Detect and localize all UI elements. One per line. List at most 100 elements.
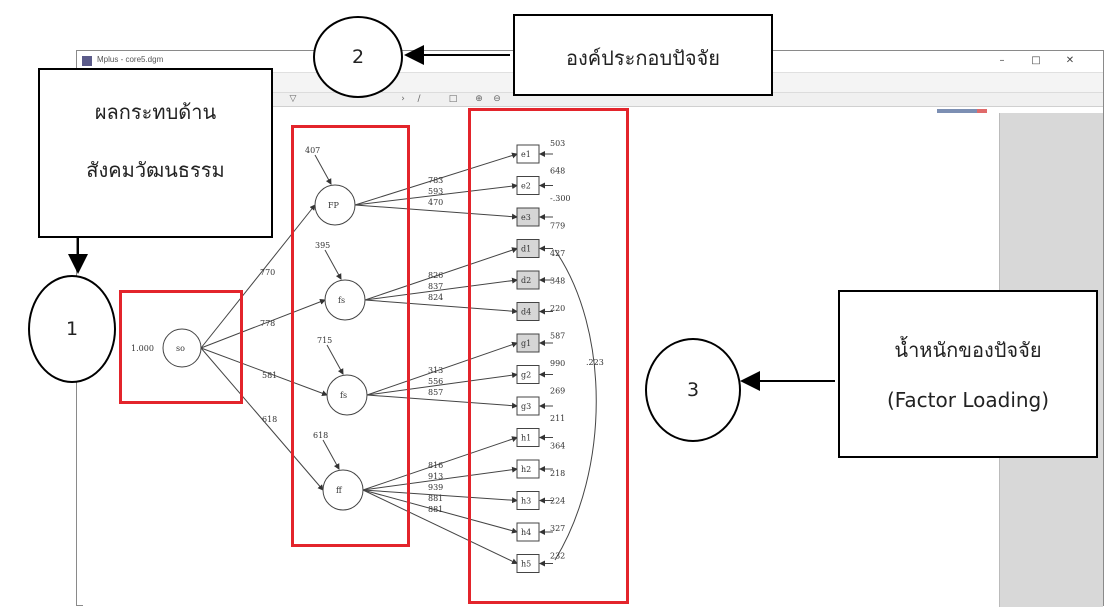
- highlight-box-factors: [291, 125, 410, 547]
- loading-label: 470: [428, 198, 443, 207]
- callout-factor-loading: น้ำหนักของปัจจัย (Factor Loading): [838, 290, 1098, 458]
- loading-label: 837: [428, 282, 443, 291]
- indicator-label: h3: [521, 497, 531, 506]
- factor-residual-line: [324, 249, 342, 280]
- indicator-label: d4: [521, 308, 531, 317]
- loading-path-line: [354, 152, 518, 206]
- loading-path-line: [362, 489, 518, 504]
- loading-label: 593: [428, 187, 443, 196]
- loading-path-line: [366, 372, 518, 396]
- error-variance-label: 503: [550, 139, 565, 148]
- arrow-right-tool-icon[interactable]: ›: [401, 94, 405, 104]
- window-title: Mplus - core5.dgm: [97, 55, 164, 64]
- structural-path-line: [200, 204, 316, 349]
- indicator-box: [516, 207, 540, 227]
- arrow-tool-icon[interactable]: ▽: [289, 94, 297, 104]
- loading-label: 824: [428, 293, 443, 302]
- loading-path-line: [366, 394, 518, 409]
- loading-path-line: [364, 247, 518, 301]
- line-tool-icon[interactable]: ∕: [417, 94, 421, 104]
- highlight-box-loadings: [468, 108, 629, 604]
- error-variance-label: 218: [550, 469, 565, 478]
- indicator-box: [516, 365, 540, 384]
- indicator-box: [516, 176, 540, 195]
- indicator-box: [516, 239, 540, 258]
- callout1-text-line2: สังคมวัฒนธรรม: [86, 158, 225, 182]
- error-variance-label: 327: [550, 524, 565, 533]
- loading-label: 881: [428, 494, 443, 503]
- loading-path-line: [354, 183, 518, 206]
- indicator-box: [516, 396, 540, 416]
- loading-label: 913: [428, 472, 443, 481]
- loading-path-line: [362, 436, 518, 491]
- factor-residual-label: 407: [305, 146, 320, 155]
- structural-path-line: [200, 299, 326, 349]
- diagram-labels: so1.000770778581618FP407783593470fs39582…: [131, 139, 604, 569]
- indicator-box: [516, 270, 540, 290]
- loading-label: 857: [428, 388, 443, 397]
- callout1-text-line1: ผลกระทบด้าน: [94, 100, 217, 124]
- path-lines: [200, 151, 597, 567]
- factor-residual-line: [326, 344, 344, 375]
- diagram-shapes: [162, 144, 540, 573]
- factor-circle: [326, 374, 368, 416]
- callout2-number-circle: 2: [313, 16, 403, 98]
- loading-label: 881: [428, 505, 443, 514]
- zoom-out-icon[interactable]: ⊖: [493, 94, 501, 104]
- highlight-box-root: [119, 290, 243, 404]
- indicator-label: g1: [521, 339, 531, 348]
- structural-path-label: 618: [262, 415, 277, 424]
- indicator-box: [516, 333, 540, 353]
- loading-label: 816: [428, 461, 443, 470]
- callout3-text-line1: น้ำหนักของปัจจัย: [894, 338, 1042, 362]
- error-variance-label: -.300: [550, 194, 571, 203]
- indicator-box: [516, 302, 540, 321]
- callout3-number-circle: 3: [645, 338, 741, 442]
- factor-circle: [322, 469, 364, 511]
- factor-circle: [314, 184, 356, 226]
- indicator-label: h4: [521, 528, 531, 537]
- factor-circle: [324, 279, 366, 321]
- zoom-in-icon[interactable]: ⊕: [475, 94, 483, 104]
- factor-residual-label: 395: [315, 241, 330, 250]
- indicator-box: [516, 522, 540, 542]
- structural-path-line: [200, 347, 324, 491]
- rectangle-tool-icon[interactable]: □: [448, 94, 458, 104]
- root-factor-label: so: [176, 344, 185, 353]
- indicator-box: [516, 554, 540, 573]
- error-variance-label: 348: [550, 277, 565, 286]
- error-variance-label: 427: [550, 249, 565, 258]
- callout-factor-components: องค์ประกอบปัจจัย: [513, 14, 773, 96]
- error-variance-label: 990: [550, 359, 565, 368]
- loading-label: 939: [428, 483, 443, 492]
- toolbar: ▽ › ∕ □ ⊕ ⊖: [77, 93, 1103, 107]
- covariance-label: .223: [586, 358, 604, 367]
- indicator-label: e1: [521, 150, 531, 159]
- indicator-box: [516, 459, 540, 479]
- minimize-button[interactable]: –: [999, 55, 1005, 66]
- error-variance-label: 269: [550, 387, 565, 396]
- factor-residual-label: 715: [317, 336, 332, 345]
- factor-name-label: fs: [338, 296, 345, 305]
- error-variance-label: 779: [550, 222, 565, 231]
- error-variance-label: 211: [550, 414, 565, 423]
- loading-label: 556: [428, 377, 443, 386]
- callout2-text: องค์ประกอบปัจจัย: [565, 46, 720, 70]
- indicator-box: [516, 491, 540, 510]
- maximize-button[interactable]: □: [1031, 55, 1041, 66]
- indicator-label: h2: [521, 465, 531, 474]
- indicator-label: e3: [521, 213, 531, 222]
- indicator-label: h1: [521, 434, 531, 443]
- indicator-label: g3: [521, 402, 531, 411]
- loading-path-line: [364, 299, 518, 315]
- loading-path-line: [362, 489, 518, 534]
- structural-path-label: 581: [262, 371, 277, 380]
- close-button[interactable]: ✕: [1065, 55, 1075, 66]
- factor-residual-line: [314, 154, 332, 185]
- indicator-label: e2: [521, 182, 531, 191]
- loading-path-line: [366, 341, 518, 396]
- indicator-label: h5: [521, 560, 531, 569]
- error-variance-label: 220: [550, 304, 565, 313]
